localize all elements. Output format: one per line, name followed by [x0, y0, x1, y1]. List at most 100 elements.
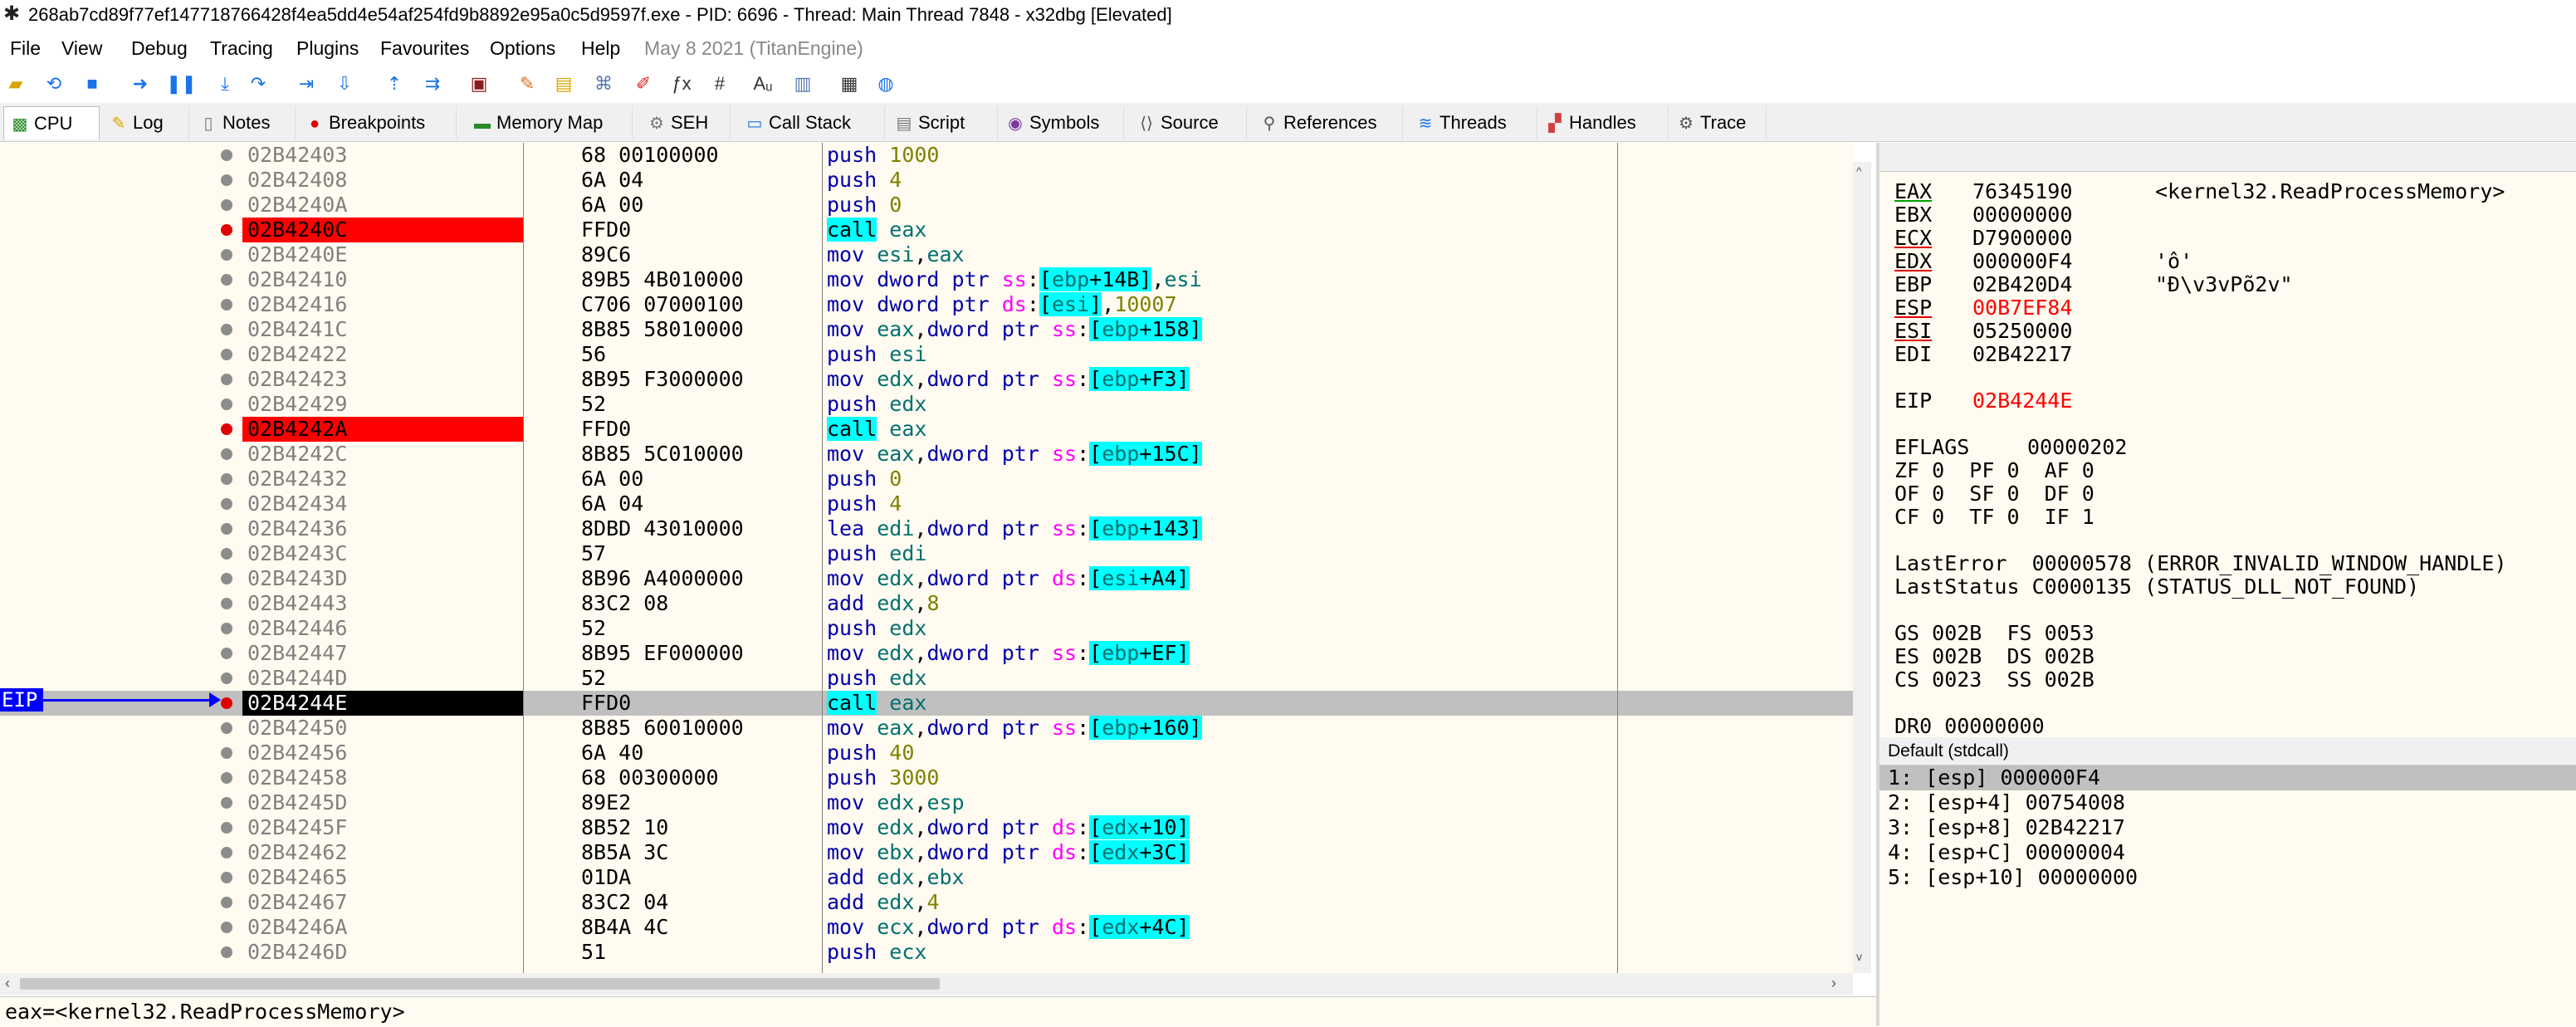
- argument-row[interactable]: 5: [esp+10] 00000000: [1888, 865, 2139, 889]
- breakpoint-toggle-icon[interactable]: [221, 922, 232, 933]
- menu-plugins[interactable]: Plugins: [296, 37, 359, 59]
- tab-references[interactable]: ⚲References: [1254, 106, 1403, 139]
- run-icon[interactable]: ➜: [132, 73, 149, 94]
- segment-row[interactable]: GS 002B FS 0053: [1894, 621, 2095, 645]
- disasm-address[interactable]: 02B42458: [247, 765, 348, 790]
- argument-row[interactable]: 4: [esp+C] 00000004: [1888, 840, 2125, 864]
- breakpoint-toggle-icon[interactable]: [221, 523, 232, 535]
- breakpoint-toggle-icon[interactable]: [221, 623, 232, 634]
- disasm-address[interactable]: 02B42443: [247, 591, 348, 615]
- bookmark-icon[interactable]: ✐: [635, 73, 652, 94]
- breakpoint-toggle-icon[interactable]: [221, 747, 232, 759]
- disasm-address[interactable]: 02B42429: [247, 392, 348, 416]
- disasm-address[interactable]: 02B42450: [247, 716, 348, 740]
- disasm-address[interactable]: 02B4246A: [247, 915, 348, 939]
- tab-handles[interactable]: ▞Handles: [1539, 106, 1669, 139]
- disasm-address[interactable]: 02B42434: [247, 491, 348, 516]
- step-over-icon[interactable]: ↷: [250, 73, 266, 94]
- tab-memory-map[interactable]: ▬Memory Map: [467, 106, 633, 139]
- step-into-icon[interactable]: ⤓: [221, 73, 229, 94]
- breakpoint-toggle-icon[interactable]: [221, 548, 232, 560]
- segment-row[interactable]: ES 002B DS 002B: [1894, 644, 2095, 668]
- flags-row[interactable]: OF 0 SF 0 DF 0: [1894, 482, 2095, 506]
- menu-favourites[interactable]: Favourites: [380, 37, 470, 59]
- tab-trace[interactable]: ⚙Trace: [1670, 106, 1767, 139]
- breakpoint-toggle-icon[interactable]: [221, 399, 232, 410]
- breakpoint-toggle-icon[interactable]: [221, 897, 232, 908]
- menu-view[interactable]: View: [61, 37, 103, 59]
- web-icon[interactable]: ◍: [877, 73, 894, 94]
- disasm-address[interactable]: 02B4242C: [247, 442, 348, 466]
- label-icon[interactable]: ⌘: [594, 73, 613, 94]
- menu-help[interactable]: Help: [581, 37, 621, 59]
- flags-row[interactable]: ZF 0 PF 0 AF 0: [1894, 458, 2095, 482]
- scylla-icon[interactable]: ▣: [470, 73, 488, 94]
- breakpoint-toggle-icon[interactable]: [221, 498, 232, 510]
- tab-cpu[interactable]: ▩CPU: [3, 106, 100, 139]
- breakpoint-toggle-icon[interactable]: [221, 847, 232, 858]
- disasm-address[interactable]: 02B4246D: [247, 940, 348, 964]
- font-icon[interactable]: Aᵤ: [753, 73, 773, 94]
- argument-row[interactable]: 1: [esp] 000000F4: [1879, 765, 2576, 790]
- disasm-address[interactable]: 02B42410: [247, 267, 348, 291]
- breakpoint-toggle-icon[interactable]: [221, 598, 232, 609]
- menu-options[interactable]: Options: [490, 37, 556, 59]
- disassembly-horizontal-scrollbar[interactable]: ‹ ›: [0, 973, 1853, 995]
- tab-symbols[interactable]: ◉Symbols: [1000, 106, 1124, 139]
- scroll-up-icon[interactable]: ^: [1856, 164, 1862, 178]
- argument-row[interactable]: 2: [esp+4] 00754008: [1888, 790, 2125, 814]
- breakpoint-toggle-icon[interactable]: [221, 946, 232, 958]
- disasm-address[interactable]: 02B4240C: [242, 218, 523, 242]
- flags-row[interactable]: CF 0 TF 0 IF 1: [1894, 505, 2095, 529]
- hash-icon[interactable]: #: [714, 73, 726, 94]
- breakpoint-toggle-icon[interactable]: [221, 149, 232, 161]
- registers-header[interactable]: [1879, 143, 2576, 172]
- menu-file[interactable]: File: [10, 37, 42, 59]
- tab-script[interactable]: ▤Script: [888, 106, 998, 139]
- breakpoint-toggle-icon[interactable]: [221, 672, 232, 684]
- tab-breakpoints[interactable]: ●Breakpoints: [299, 106, 457, 139]
- tab-log[interactable]: ✎Log: [103, 106, 189, 139]
- breakpoint-dot-icon[interactable]: [221, 423, 232, 435]
- disasm-address[interactable]: 02B42456: [247, 741, 348, 765]
- trace-over-icon[interactable]: ⇩: [336, 73, 353, 94]
- last-error[interactable]: LastError 00000578 (ERROR_INVALID_WINDOW…: [1894, 551, 2507, 575]
- breakpoint-toggle-icon[interactable]: [221, 174, 232, 186]
- last-status[interactable]: LastStatus C0000135 (STATUS_DLL_NOT_FOUN…: [1894, 575, 2420, 599]
- execute-till-return-icon[interactable]: ⇡: [386, 73, 403, 94]
- calling-convention-header[interactable]: Default (stdcall): [1879, 737, 2576, 765]
- disasm-address[interactable]: 02B42465: [247, 865, 348, 889]
- scroll-down-icon[interactable]: v: [1856, 950, 1862, 963]
- disasm-address[interactable]: 02B4243D: [247, 566, 348, 590]
- breakpoint-toggle-icon[interactable]: [221, 299, 232, 311]
- disasm-address[interactable]: 02B4244D: [247, 666, 348, 690]
- comment-icon[interactable]: ▤: [555, 73, 573, 94]
- breakpoint-toggle-icon[interactable]: [221, 573, 232, 584]
- breakpoint-toggle-icon[interactable]: [221, 349, 232, 360]
- graph-icon[interactable]: ▥: [794, 73, 812, 94]
